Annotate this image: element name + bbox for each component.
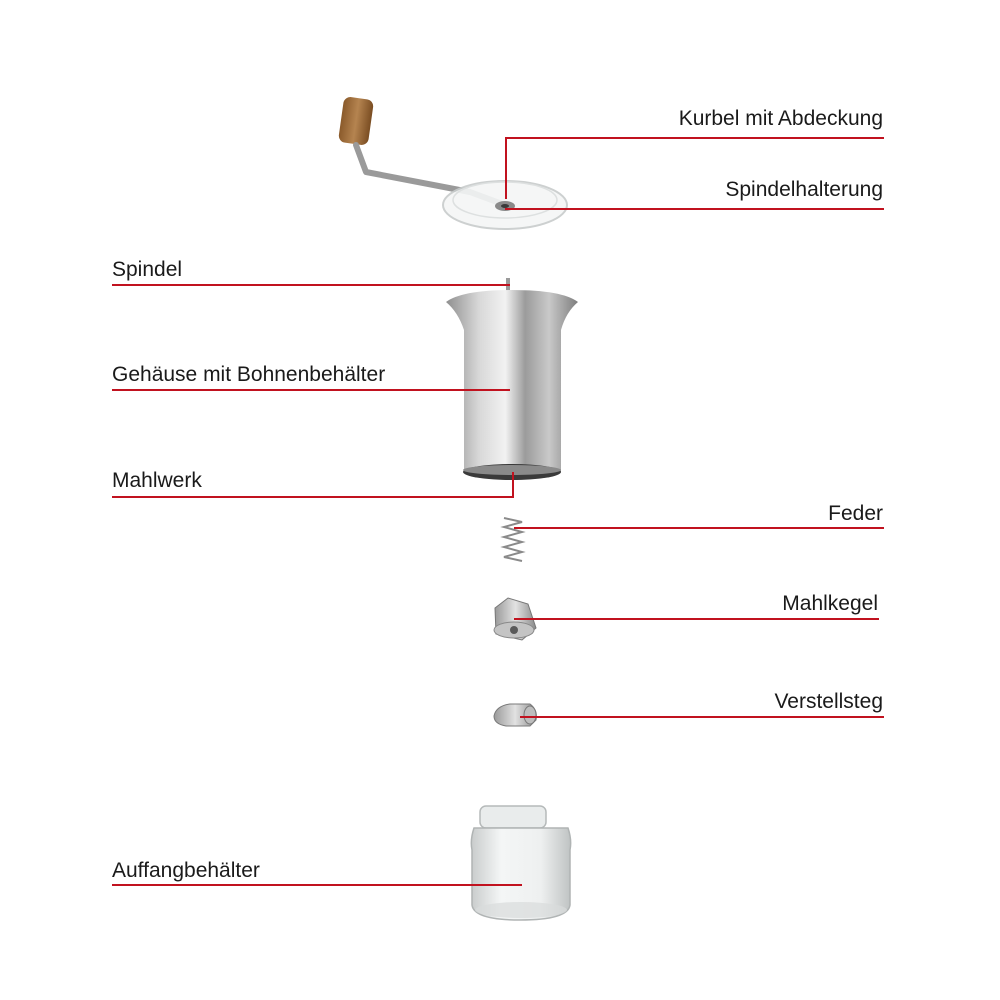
- label-gehaeuse: Gehäuse mit Bohnenbehälter: [112, 363, 386, 386]
- leader-line-mahlwerk-vertical: [512, 472, 514, 498]
- glass-container-part: [470, 805, 572, 921]
- label-spindel: Spindel: [112, 258, 183, 281]
- label-mahlkegel: Mahlkegel: [782, 592, 878, 615]
- leader-line-kurbel: [505, 137, 884, 139]
- label-verstellsteg: Verstellsteg: [774, 690, 883, 713]
- adjustment-bar-part: [493, 703, 537, 727]
- label-feder: Feder: [828, 502, 883, 525]
- spring-part: [500, 517, 526, 562]
- leader-line-gehaeuse: [112, 389, 510, 391]
- leader-line-spindelhalterung: [505, 208, 884, 210]
- housing-part: [446, 278, 578, 480]
- label-spindelhalterung: Spindelhalterung: [725, 178, 883, 201]
- label-kurbel: Kurbel mit Abdeckung: [678, 107, 883, 130]
- leader-line-spindel: [112, 284, 510, 286]
- leader-line-kurbel-vertical: [505, 137, 507, 199]
- leader-line-mahlwerk: [112, 496, 514, 498]
- leader-line-verstellsteg: [520, 716, 884, 718]
- leader-line-mahlkegel: [514, 618, 879, 620]
- label-auffangbehaelter: Auffangbehälter: [112, 859, 260, 882]
- leader-line-feder: [514, 527, 884, 529]
- leader-line-auffangbehaelter: [112, 884, 522, 886]
- label-mahlwerk: Mahlwerk: [112, 469, 202, 492]
